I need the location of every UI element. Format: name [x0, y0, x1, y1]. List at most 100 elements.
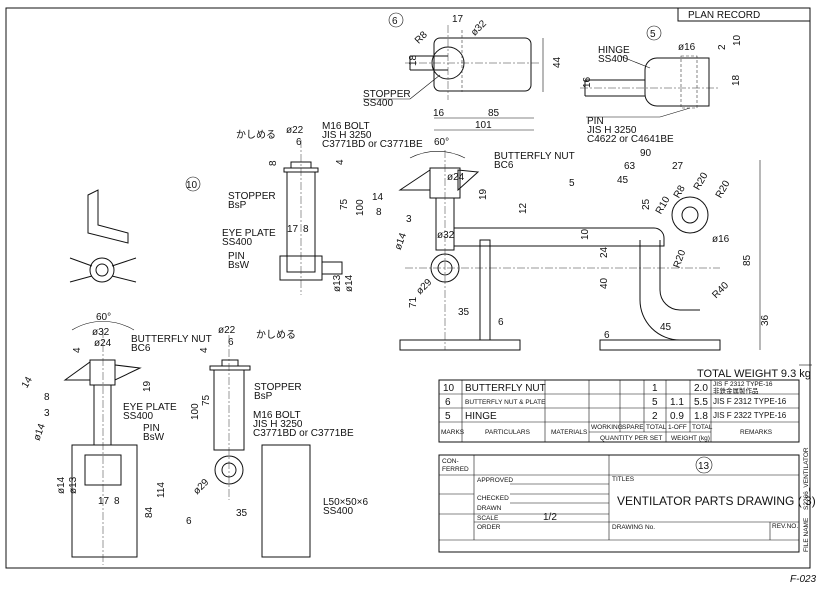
svg-text:C3771BD or C3771BE: C3771BD or C3771BE — [253, 428, 354, 439]
svg-text:5.5: 5.5 — [694, 397, 708, 408]
svg-text:WEIGHT (kg): WEIGHT (kg) — [671, 435, 710, 442]
svg-text:PIN: PIN — [228, 251, 245, 262]
svg-text:35: 35 — [458, 307, 470, 318]
svg-text:5: 5 — [445, 411, 451, 422]
svg-text:かしめる: かしめる — [256, 329, 296, 341]
svg-text:BUTTERFLY NUT: BUTTERFLY NUT — [465, 383, 546, 394]
plan-record-box — [677, 7, 811, 22]
svg-text:75: 75 — [339, 198, 350, 210]
plan-record-label: PLAN RECORD — [688, 10, 760, 21]
svg-text:25: 25 — [641, 198, 652, 210]
svg-text:MARKS: MARKS — [441, 429, 465, 436]
svg-text:BsP: BsP — [254, 391, 273, 402]
svg-text:STOPPER: STOPPER — [254, 382, 302, 393]
svg-text:63: 63 — [624, 161, 636, 172]
svg-text:SS400: SS400 — [598, 54, 628, 65]
table-row: 5 HINGE 2 0.9 1.8 JIS F 2322 TYPE-16 — [445, 411, 787, 422]
svg-text:45: 45 — [617, 175, 629, 186]
svg-text:ø22: ø22 — [286, 125, 304, 136]
svg-text:35: 35 — [236, 508, 248, 519]
svg-text:1/2: 1/2 — [543, 512, 557, 523]
bottom-middle-view: ø22 6 かしめる 4 STOPPER BsP 75 100 M16 BOLT… — [186, 325, 368, 558]
svg-text:R40: R40 — [710, 280, 731, 301]
svg-text:TOTAL: TOTAL — [646, 424, 667, 431]
svg-text:DRAWING No.: DRAWING No. — [612, 524, 655, 531]
svg-text:CON-: CON- — [442, 458, 459, 465]
svg-text:1.8: 1.8 — [694, 411, 708, 422]
svg-text:12: 12 — [518, 202, 529, 214]
svg-text:17: 17 — [452, 14, 464, 25]
svg-text:84: 84 — [144, 506, 155, 518]
svg-text:BC6: BC6 — [494, 160, 514, 171]
svg-text:PARTICULARS: PARTICULARS — [485, 429, 531, 436]
svg-text:17: 17 — [287, 224, 299, 235]
svg-text:75: 75 — [201, 394, 212, 406]
svg-text:5: 5 — [652, 397, 658, 408]
svg-text:16: 16 — [433, 108, 445, 119]
svg-text:SS400: SS400 — [323, 506, 353, 517]
svg-text:PIN: PIN — [143, 423, 160, 434]
svg-text:SCALE: SCALE — [477, 515, 499, 522]
svg-text:60°: 60° — [434, 137, 449, 148]
svg-text:EYE PLATE: EYE PLATE — [222, 228, 276, 239]
svg-text:100: 100 — [190, 403, 201, 420]
svg-text:10: 10 — [443, 383, 455, 394]
svg-text:R20: R20 — [692, 170, 711, 192]
svg-text:FERRED: FERRED — [442, 466, 469, 473]
svg-text:1-OFF: 1-OFF — [668, 424, 687, 431]
svg-text:M16 BOLT: M16 BOLT — [322, 121, 370, 132]
svg-text:10: 10 — [732, 34, 743, 46]
svg-text:R8: R8 — [413, 29, 430, 46]
svg-text:19: 19 — [478, 188, 489, 200]
svg-text:ø14: ø14 — [344, 274, 355, 292]
svg-text:STOPPER: STOPPER — [228, 191, 276, 202]
svg-text:JIS F 2322 TYPE-16: JIS F 2322 TYPE-16 — [713, 411, 787, 420]
page-reference: F-023 — [790, 574, 817, 585]
part-6-stopper-view: 6 17 R8 ø32 18 44 STOPPER SS400 16 85 10… — [363, 12, 563, 131]
svg-text:16: 16 — [582, 76, 593, 88]
svg-text:HINGE: HINGE — [465, 411, 497, 422]
svg-text:ø16: ø16 — [712, 234, 730, 245]
isometric-sketch — [69, 189, 137, 283]
svg-text:TOTAL: TOTAL — [692, 424, 713, 431]
svg-text:44: 44 — [552, 56, 563, 68]
svg-text:40: 40 — [599, 277, 610, 289]
svg-text:ø14: ø14 — [56, 476, 67, 494]
svg-text:SS400: SS400 — [123, 411, 153, 422]
svg-text:APPROVED: APPROVED — [477, 477, 513, 484]
svg-text:TITLES: TITLES — [612, 476, 635, 483]
svg-text:45: 45 — [660, 322, 672, 333]
svg-text:85: 85 — [742, 254, 753, 266]
svg-text:JIS F 2312 TYPE-16: JIS F 2312 TYPE-16 — [713, 397, 787, 406]
svg-text:3: 3 — [406, 214, 412, 225]
table-row: 6 BUTTERFLY NUT & PLATE 5 1.1 5.5 JIS F … — [445, 397, 787, 408]
svg-text:S2266_VENTILATOR: S2266_VENTILATOR — [803, 447, 810, 510]
svg-text:6: 6 — [498, 317, 504, 328]
svg-text:14: 14 — [372, 192, 384, 203]
svg-text:ø14: ø14 — [32, 422, 48, 442]
svg-text:8: 8 — [303, 224, 309, 235]
svg-text:ø24: ø24 — [447, 172, 465, 183]
assembly-view: 60° BUTTERFLY NUT BC6 ø24 14 8 3 ø14 19 … — [372, 137, 771, 351]
svg-text:ø24: ø24 — [94, 338, 112, 349]
table-row: 10 BUTTERFLY NUT 1 2.0 JIS F 2312 TYPE-1… — [443, 381, 773, 395]
svg-text:L50×50×6: L50×50×6 — [323, 497, 368, 508]
svg-text:BUTTERFLY NUT & PLATE: BUTTERFLY NUT & PLATE — [465, 399, 546, 406]
svg-text:2: 2 — [717, 44, 728, 50]
svg-text:8: 8 — [268, 160, 279, 166]
svg-text:60°: 60° — [96, 312, 111, 323]
svg-text:18: 18 — [408, 54, 419, 66]
svg-text:CHECKED: CHECKED — [477, 495, 509, 502]
svg-text:SS400: SS400 — [363, 98, 393, 109]
svg-text:2: 2 — [652, 411, 658, 422]
svg-text:6: 6 — [186, 516, 192, 527]
svg-text:M16 BOLT: M16 BOLT — [253, 410, 301, 421]
svg-text:ø13: ø13 — [68, 476, 79, 494]
svg-text:ø32: ø32 — [437, 230, 455, 241]
svg-text:4: 4 — [199, 347, 210, 353]
drawing-border — [5, 7, 811, 569]
svg-text:REMARKS: REMARKS — [740, 429, 773, 436]
svg-text:ORDER: ORDER — [477, 524, 501, 531]
svg-text:STOPPER: STOPPER — [363, 89, 411, 100]
svg-text:2.0: 2.0 — [694, 383, 708, 394]
